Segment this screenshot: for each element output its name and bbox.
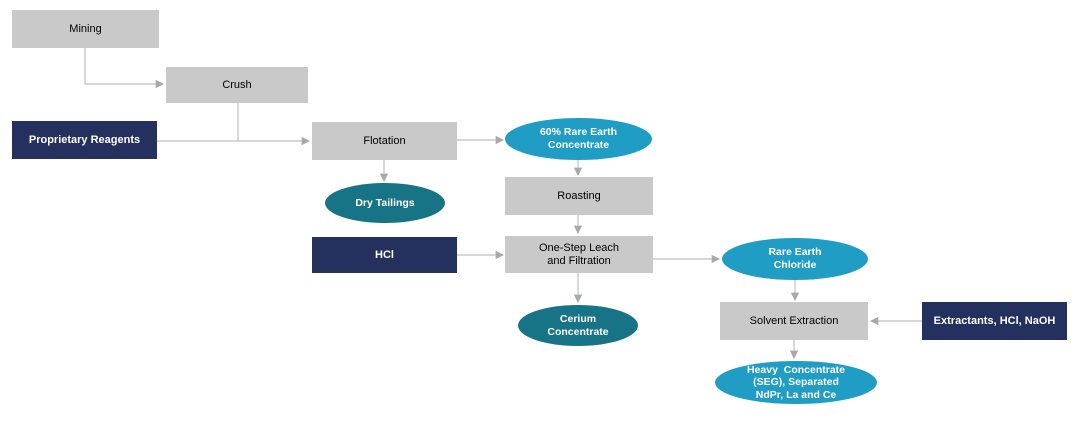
node-mining-label: Mining xyxy=(69,22,102,35)
node-flotation: Flotation xyxy=(312,122,457,160)
node-solvent-extraction-label: Solvent Extraction xyxy=(749,314,839,327)
node-heavy-concentrate-label-line1: Heavy Concentrate xyxy=(746,363,846,376)
node-proprietary-reagents-label: Proprietary Reagents xyxy=(28,133,141,146)
node-crush: Crush xyxy=(166,67,308,103)
node-dry-tailings-label: Dry Tailings xyxy=(355,196,415,209)
node-dry-tailings: Dry Tailings xyxy=(325,183,445,223)
node-rare-earth-chloride-label-line1: Rare Earth xyxy=(768,246,822,258)
node-heavy-concentrate-label-line2: (SEG), Separated xyxy=(753,376,839,389)
node-extractants-hcl-naoh-label: Extractants, HCl, NaOH xyxy=(933,314,1056,327)
node-one-step-leach: One-Step Leach and Filtration xyxy=(505,236,653,273)
node-mining: Mining xyxy=(12,10,159,48)
node-60pct-rare-earth-concentrate: 60% Rare Earth Concentrate xyxy=(505,118,652,160)
node-60pct-rare-earth-concentrate-label-line2: Concentrate xyxy=(547,139,610,151)
node-roasting-label: Roasting xyxy=(557,189,601,202)
node-cerium-concentrate-label-line1: Cerium xyxy=(559,312,597,325)
node-extractants-hcl-naoh: Extractants, HCl, NaOH xyxy=(922,302,1067,340)
node-rare-earth-chloride-label-line2: Chloride xyxy=(773,259,817,271)
node-60pct-rare-earth-concentrate-label-line1: 60% Rare Earth xyxy=(539,126,618,138)
node-heavy-concentrate: Heavy Concentrate (SEG), Separated NdPr,… xyxy=(715,361,877,404)
node-roasting: Roasting xyxy=(505,177,653,215)
node-rare-earth-chloride: Rare Earth Chloride xyxy=(722,238,868,280)
node-crush-label: Crush xyxy=(222,78,252,91)
edge-mining-to-crush xyxy=(84,48,165,89)
node-hcl-label: HCl xyxy=(375,248,394,261)
node-solvent-extraction: Solvent Extraction xyxy=(720,302,868,340)
node-heavy-concentrate-label-line3: NdPr, La and Ce xyxy=(755,388,837,401)
node-hcl: HCl xyxy=(312,237,457,273)
node-cerium-concentrate-label-line2: Concentrate xyxy=(547,325,609,338)
node-flotation-label: Flotation xyxy=(363,134,406,147)
node-one-step-leach-label-line1: One-Step Leach xyxy=(538,241,620,254)
node-one-step-leach-label-line2: and Filtration xyxy=(547,254,611,267)
node-proprietary-reagents: Proprietary Reagents xyxy=(12,121,157,159)
node-cerium-concentrate: Cerium Concentrate xyxy=(518,305,638,346)
